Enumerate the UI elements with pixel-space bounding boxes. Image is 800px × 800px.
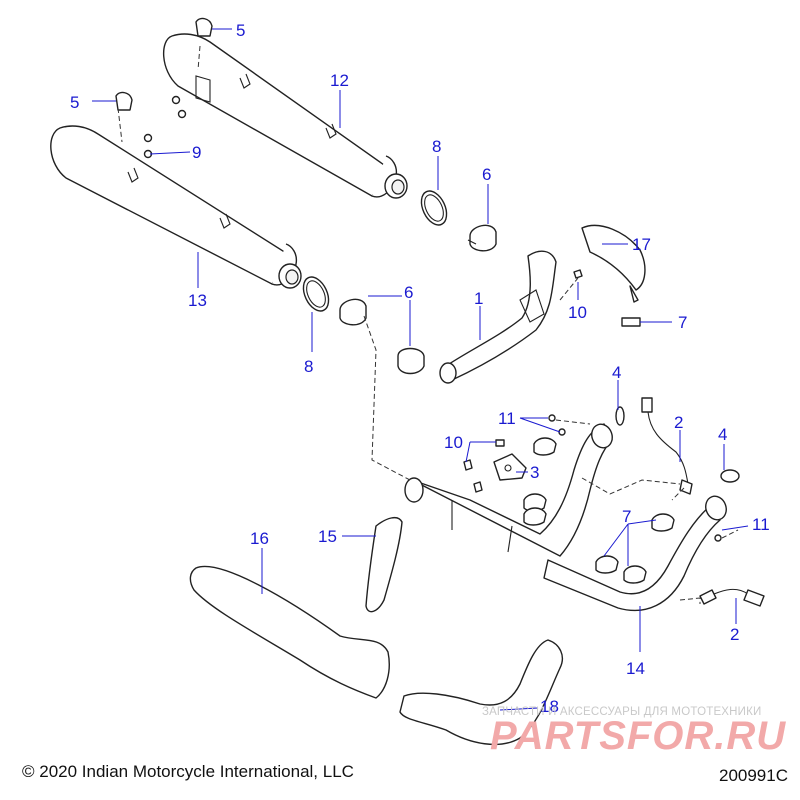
callout-3: 3: [530, 463, 539, 482]
bolt-10-top: [573, 269, 583, 279]
callout-8-lower: 8: [304, 357, 313, 376]
callout-18: 18: [540, 697, 559, 716]
drawing-number: 200991C: [718, 766, 788, 785]
callout-16: 16: [250, 529, 269, 548]
o2-sensor-right: [641, 397, 693, 495]
gasket-8-upper: [420, 190, 448, 226]
callout-7-top: 7: [678, 313, 687, 332]
callout-9: 9: [192, 143, 201, 162]
screws-9: [143, 95, 187, 159]
callout-6-upper: 6: [482, 165, 491, 184]
callout-8-upper: 8: [432, 137, 441, 156]
callout-11-right: 11: [752, 515, 770, 534]
heat-shield-16: [189, 565, 390, 699]
watermark-logo: PARTSFOR.RU: [490, 714, 787, 758]
watermark-tagline: ЗАПЧАСТИ И АКСЕССУАРЫ ДЛЯ МОТОТЕХНИКИ: [482, 706, 762, 718]
callout-14: 14: [626, 659, 645, 678]
lower-muffler: [50, 125, 302, 289]
clamp-6-lower: [339, 298, 425, 375]
heat-shield-15: [365, 516, 403, 613]
gasket-8-lower: [302, 276, 330, 312]
callout-2-right: 2: [674, 413, 683, 432]
clip-7-top: [621, 317, 641, 327]
callout-4-right: 4: [718, 425, 727, 444]
callout-17: 17: [632, 235, 651, 254]
clamp-5-top: [195, 17, 213, 37]
callout-10-mid: 10: [444, 433, 463, 452]
bracket-3: [493, 453, 527, 481]
clamp-6-upper: [467, 224, 497, 252]
head-pipe-14: [404, 423, 727, 612]
bolts-10: [463, 439, 505, 493]
callout-4-left: 4: [612, 363, 621, 382]
heat-shield-18: [399, 639, 564, 746]
gaskets-4: [615, 406, 740, 483]
rear-head-pipe: [439, 250, 557, 384]
callout-2-lower: 2: [730, 625, 739, 644]
callout-5-left: 5: [70, 93, 79, 112]
heat-shield-17: [581, 224, 646, 303]
callout-1: 1: [474, 289, 483, 308]
callout-12: 12: [330, 71, 349, 90]
upper-muffler: [162, 33, 408, 199]
copyright-text: © 2020 Indian Motorcycle International, …: [22, 762, 354, 781]
clamp-5-left: [115, 91, 133, 111]
callout-15: 15: [318, 527, 337, 546]
callout-10-top: 10: [568, 303, 587, 322]
callout-7-mid: 7: [622, 507, 631, 526]
callout-13: 13: [188, 291, 207, 310]
callout-5-top: 5: [236, 21, 245, 40]
callout-11-top: 11: [498, 409, 516, 428]
callout-6-lower: 6: [404, 283, 413, 302]
o2-sensor-lower: [699, 588, 765, 607]
clamps-7-mid: [523, 437, 675, 584]
